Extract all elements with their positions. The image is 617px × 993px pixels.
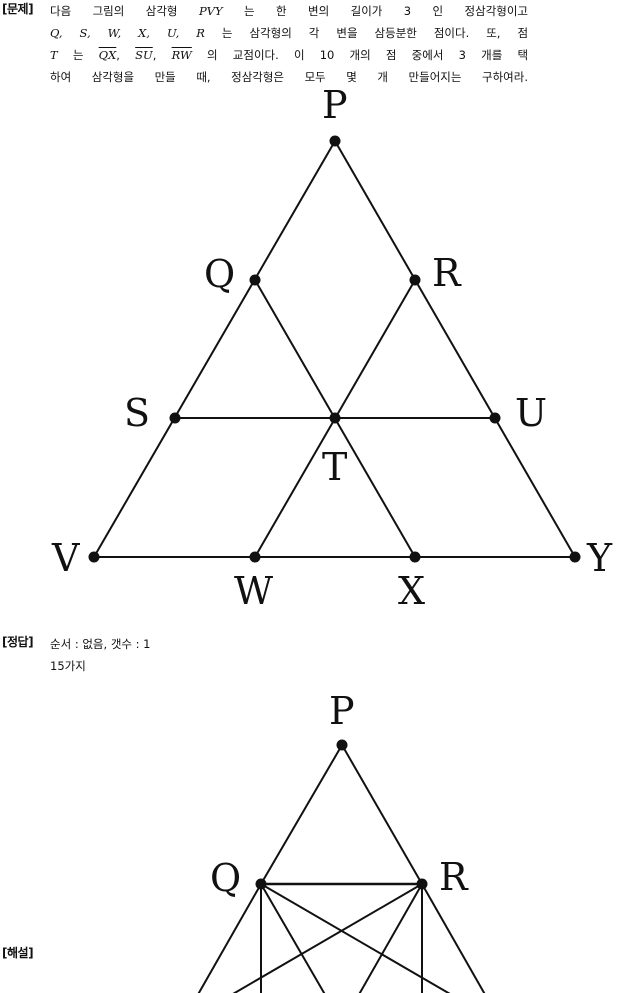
problem-text-fragment: 는 (72, 48, 84, 62)
label-q: Q (204, 252, 235, 296)
figure-1-labels: P Q R S U T V Y W X (51, 83, 613, 613)
problem-tag: [문제] (2, 2, 34, 16)
solution-tag: [해설] (2, 946, 34, 960)
figure-2-points (255, 739, 428, 890)
edge-r-far (232, 883, 423, 993)
label-x: X (398, 569, 425, 613)
figure-2-labels: P Q R (210, 689, 469, 900)
answer-tag: [정답] (2, 635, 34, 649)
label-v: V (51, 536, 80, 580)
point-var-q: Q, (50, 26, 63, 40)
edge-r-mid (358, 883, 423, 993)
point-w (249, 551, 261, 563)
problem-text-fragment: 는 삼각형의 각 변을 삼등분한 점이다. 또, 점 (221, 26, 529, 40)
triangle-name: PVY (198, 4, 223, 18)
label-t: T (322, 445, 347, 489)
problem-text: 다음 그림의 삼각형 PVY 는 한 변의 길이가 3 인 정삼각형이고 Q, … (50, 0, 528, 88)
point-var-w: W, (107, 26, 122, 40)
point-var-t: T (50, 48, 58, 62)
point-u (489, 412, 501, 424)
point-var-s: S, (79, 26, 91, 40)
point-var-u: U, (166, 26, 180, 40)
answer-text: 순서 : 없음, 갯수 : 1 15가지 (50, 633, 150, 677)
label-y: Y (586, 536, 613, 580)
label-r: R (432, 251, 462, 295)
point-r (409, 274, 421, 286)
figure-2-diagram (197, 744, 486, 993)
figure-1-points (88, 135, 581, 563)
problem-line-3: T 는 QX, SU, RW 의 교점이다. 이 10 개의 점 중에서 3 개… (50, 48, 529, 62)
problem-text-fragment: 다음 그림의 삼각형 (50, 4, 178, 18)
problem-text-fragment: 의 교점이다. 이 10 개의 점 중에서 3 개를 택 (207, 48, 529, 62)
label-w: W (234, 569, 273, 613)
label-p: P (322, 83, 348, 127)
point-v (88, 551, 100, 563)
answer-line-2: 15가지 (50, 659, 86, 673)
point-p-2 (336, 739, 348, 751)
edge-r-right (421, 883, 486, 993)
point-t (329, 412, 341, 424)
edge-q-left (197, 883, 262, 993)
figure-1-triangle (93, 140, 576, 558)
label-r-2: R (439, 855, 469, 899)
segment-rw: RW (171, 48, 192, 62)
edge-pr (341, 744, 423, 885)
edge-pv (93, 140, 336, 558)
answer-line-1: 순서 : 없음, 갯수 : 1 (50, 637, 151, 651)
point-var-r: R (196, 26, 205, 40)
point-q (249, 274, 261, 286)
point-x (409, 551, 421, 563)
point-p (329, 135, 341, 147)
problem-line-1: 다음 그림의 삼각형 PVY 는 한 변의 길이가 3 인 정삼각형이고 (50, 0, 528, 22)
edge-py (334, 140, 576, 558)
problem-line-2: Q, S, W, X, U, R 는 삼각형의 각 변을 삼등분한 점이다. 또… (50, 22, 528, 44)
edge-pq (260, 744, 343, 885)
point-s (169, 412, 181, 424)
label-u: U (515, 391, 547, 435)
label-q-2: Q (210, 856, 241, 900)
label-p-2: P (329, 689, 355, 733)
point-q-2 (255, 878, 267, 890)
label-s: S (124, 391, 150, 435)
point-var-x: X, (138, 26, 150, 40)
edge-q-far (260, 883, 451, 993)
edge-q-mid (260, 883, 326, 993)
problem-line-4: 하여 삼각형을 만들 때, 정삼각형은 모두 몇 개 만들어지는 구하여라. (50, 70, 528, 84)
problem-text-fragment: 는 한 변의 길이가 3 인 정삼각형이고 (244, 4, 529, 18)
segment-qx: QX (98, 48, 117, 62)
point-y (569, 551, 581, 563)
point-r-2 (416, 878, 428, 890)
segment-su: SU (135, 48, 153, 62)
